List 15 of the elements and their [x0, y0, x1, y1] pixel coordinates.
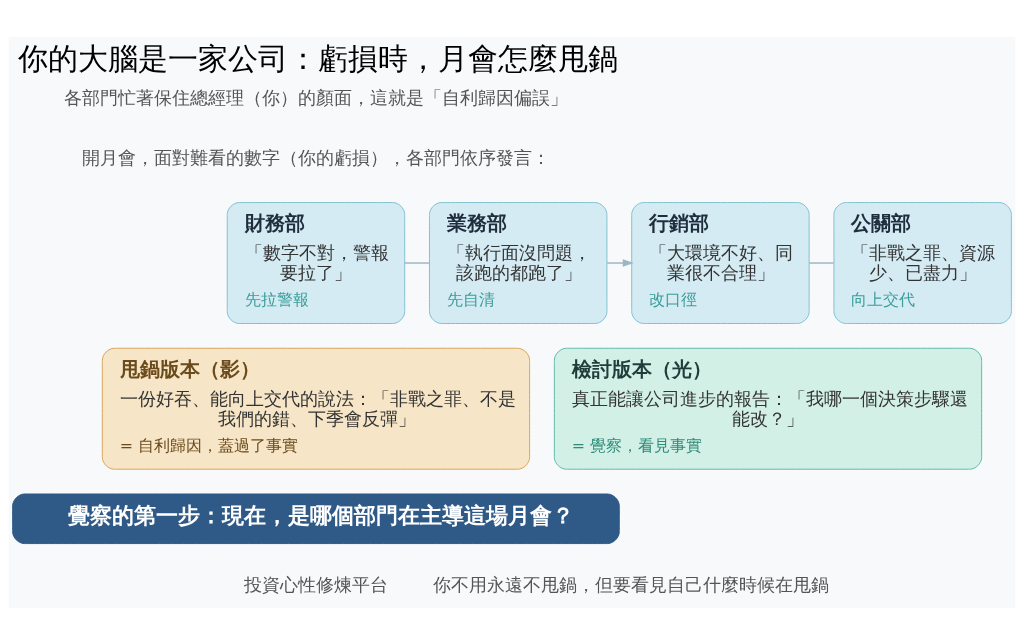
node-box: 業務部 「執行面沒問題，該跑的都跑了」 先自清 [428, 201, 608, 324]
label: 你不用永遠不甩鍋，但要看見自己什麼時候在甩鍋 [433, 573, 830, 595]
node-box: 行銷部 「大環境不好、同業很不合理」 改口徑 [631, 201, 810, 324]
label: 開月會，面對難看的數字（你的虧損），各部門依序發言： [81, 146, 550, 168]
arrow [606, 258, 634, 267]
label: 各部門忙著保住總經理（你）的顏面，這就是「自利歸因偏誤」 [63, 86, 568, 108]
node-box: 財務部 「數字不對，警報要拉了」 先拉警報 [226, 201, 406, 324]
node-box: 公關部 「非戰之罪、資源少、已盡力」 向上交代 [833, 201, 1012, 324]
node-box: 甩鍋版本（影） 一份好吞、能向上交代的說法：「非戰之罪、不是我們的錯、下季會反彈」 = 自利歸因，蓋過了事實 [101, 347, 531, 470]
node-box: 檢討版本（光） 真正能讓公司進步的報告：「我哪一個決策步驟還能改？」 = 覺察，看見事實 [553, 347, 983, 470]
node-box: 覺察的第一步：現在，是哪個部門在主導這場月會？ [12, 493, 620, 544]
connector [404, 261, 430, 264]
diagram-title: 你的大腦是一家公司：虧損時，月會怎麼甩鍋 [18, 40, 619, 76]
connector [808, 261, 835, 264]
label: 投資心性修煉平台 [243, 573, 388, 595]
